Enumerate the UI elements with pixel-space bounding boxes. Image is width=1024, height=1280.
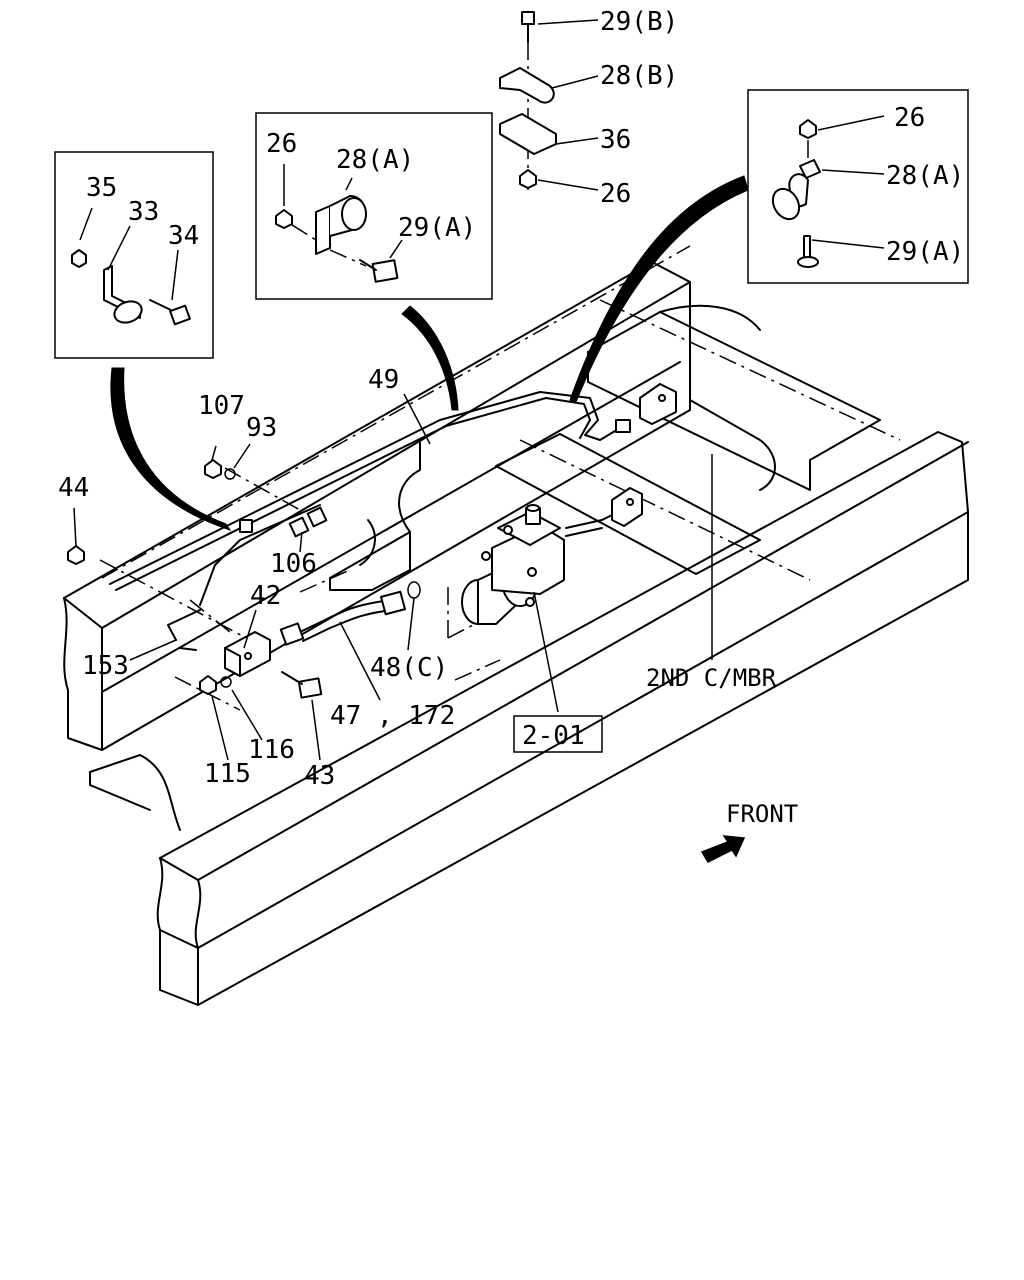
label-44: 44 — [58, 473, 89, 503]
bracket-valve — [611, 487, 643, 527]
label-48c: 48(C) — [370, 653, 448, 683]
detail-panel-center — [255, 112, 493, 300]
detail-stack-top — [499, 11, 599, 191]
label-29b: 29(B) — [600, 7, 678, 37]
front-label: FRONT — [726, 800, 798, 828]
label-107: 107 — [198, 391, 245, 421]
label-26-center: 26 — [266, 129, 297, 159]
label-28a-right: 28(A) — [886, 161, 964, 191]
label-29a-right: 29(A) — [886, 237, 964, 267]
brake-pipe-49 — [109, 391, 621, 651]
label-116: 116 — [248, 735, 295, 765]
label-153: 153 — [82, 651, 129, 681]
label-29a-center: 29(A) — [398, 213, 476, 243]
label-42: 42 — [250, 581, 281, 611]
ref-box-label: 2-01 — [522, 721, 585, 751]
label-36: 36 — [600, 125, 631, 155]
fasteners — [67, 459, 421, 699]
bracket-42 — [224, 631, 271, 677]
leader-lines — [73, 393, 713, 761]
relay-valve-assembly — [461, 504, 565, 625]
crossmember — [329, 304, 881, 591]
label-26-top: 26 — [600, 179, 631, 209]
valve-supply-pipe — [565, 511, 619, 537]
centerlines — [99, 245, 901, 711]
label-35: 35 — [86, 173, 117, 203]
label-34: 34 — [168, 221, 199, 251]
label-43: 43 — [304, 761, 335, 791]
label-93: 93 — [246, 413, 277, 443]
label-106: 106 — [270, 549, 317, 579]
label-26-right: 26 — [894, 103, 925, 133]
ref-box-frame — [513, 715, 603, 753]
detail-pointers — [110, 175, 749, 531]
label-47-172: 47 , 172 — [330, 701, 455, 731]
label-28a-center: 28(A) — [336, 145, 414, 175]
detail-panel-left — [54, 151, 214, 359]
label-49: 49 — [368, 365, 399, 395]
front-arrow-icon — [700, 835, 746, 863]
brake-hose-47 — [279, 590, 406, 646]
detail-panel-right — [747, 89, 969, 284]
bracket-right — [615, 383, 677, 433]
label-crossmember: 2ND C/MBR — [646, 664, 777, 692]
label-33: 33 — [128, 197, 159, 227]
label-28b: 28(B) — [600, 61, 678, 91]
label-115: 115 — [204, 759, 251, 789]
